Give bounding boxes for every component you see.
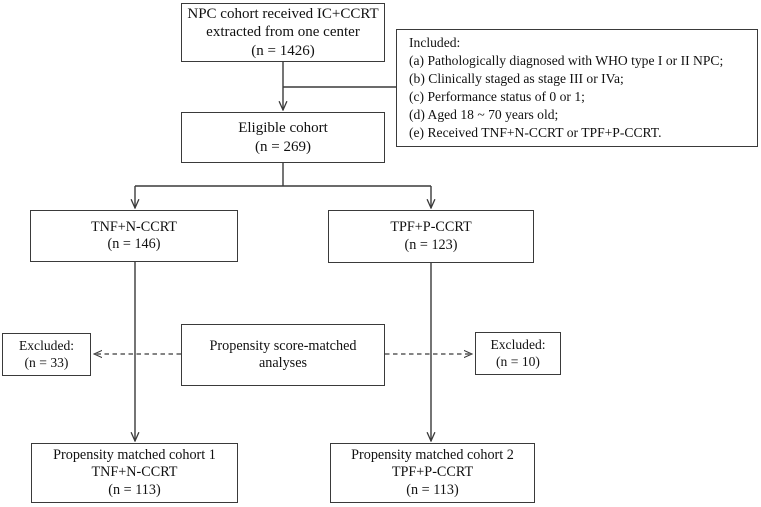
arm-tpf-p-ccrt-label: TPF+P-CCRT (390, 219, 472, 236)
propensity-score-matched-analyses-box: Propensity score-matched analyses (181, 324, 385, 386)
matched-cohort-2-title: Propensity matched cohort 2 (351, 447, 514, 464)
inclusion-criterion-e: (e) Received TNF+N-CCRT or TPF+P-CCRT. (409, 125, 662, 141)
matched-cohort-1-regimen: TNF+N-CCRT (91, 464, 178, 481)
excluded-right-count: (n = 10) (496, 353, 540, 369)
psm-line-1: Propensity score-matched (209, 337, 357, 354)
matched-cohort-1-box: Propensity matched cohort 1 TNF+N-CCRT (… (31, 443, 238, 503)
inclusion-criterion-b: (b) Clinically staged as stage III or IV… (409, 70, 624, 86)
eligible-cohort-label: Eligible cohort (238, 120, 328, 137)
excluded-left-label: Excluded: (18, 337, 75, 353)
psm-line-2: analyses (258, 355, 308, 371)
excluded-right-label: Excluded: (490, 336, 546, 352)
inclusion-criterion-c: (c) Performance status of 0 or 1; (409, 89, 585, 104)
matched-cohort-2-count: (n = 113) (406, 481, 459, 498)
source-cohort-box: NPC cohort received IC+CCRT extracted fr… (181, 3, 385, 62)
arm-tpf-p-ccrt-box: TPF+P-CCRT (n = 123) (328, 210, 534, 263)
matched-cohort-1-title: Propensity matched cohort 1 (53, 447, 216, 464)
excluded-right-box: Excluded: (n = 10) (475, 332, 561, 375)
eligible-cohort-count: (n = 269) (255, 138, 311, 155)
matched-cohort-2-box: Propensity matched cohort 2 TPF+P-CCRT (… (330, 443, 535, 503)
arm-tnf-n-ccrt-box: TNF+N-CCRT (n = 146) (30, 210, 238, 262)
eligible-cohort-box: Eligible cohort (n = 269) (181, 112, 385, 163)
inclusion-criteria-heading: Included: (409, 34, 461, 50)
inclusion-criterion-d: (d) Aged 18 ~ 70 years old; (409, 107, 559, 123)
inclusion-criterion-a: (a) Pathologically diagnosed with WHO ty… (409, 52, 724, 68)
matched-cohort-2-regimen: TPF+P-CCRT (391, 464, 474, 481)
source-cohort-line-1: NPC cohort received IC+CCRT (187, 6, 379, 23)
source-cohort-line-2: extracted from one center (206, 24, 360, 41)
inclusion-criteria-box: Included: (a) Pathologically diagnosed w… (396, 29, 758, 147)
arm-tnf-n-ccrt-label: TNF+N-CCRT (91, 218, 177, 235)
excluded-left-count: (n = 33) (24, 354, 69, 370)
arm-tnf-n-ccrt-count: (n = 146) (107, 236, 161, 252)
matched-cohort-1-count: (n = 113) (108, 481, 161, 498)
source-cohort-count: (n = 1426) (251, 42, 315, 59)
arm-tpf-p-ccrt-count: (n = 123) (404, 236, 458, 253)
excluded-left-box: Excluded: (n = 33) (2, 333, 91, 376)
